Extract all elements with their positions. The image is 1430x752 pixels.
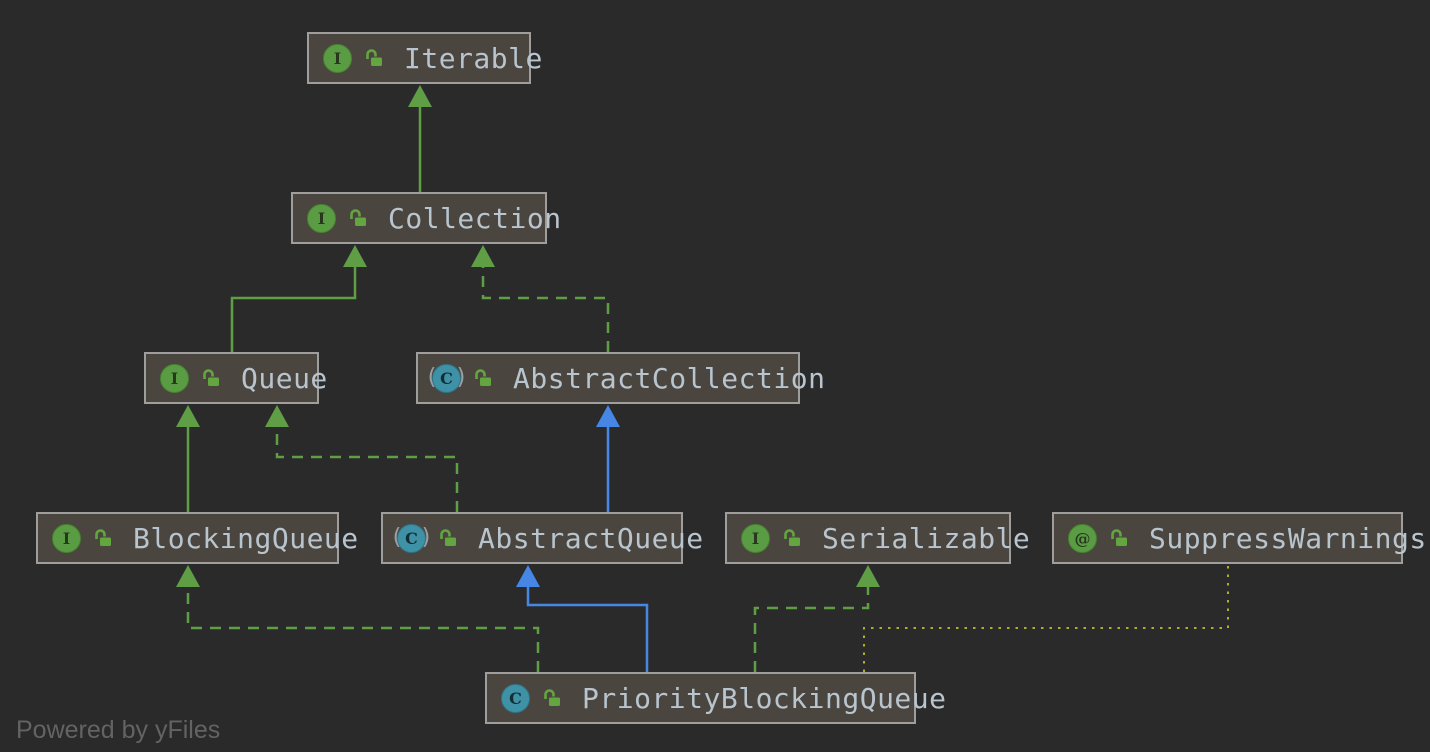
edge-abstractcollection-implements-collection bbox=[471, 245, 610, 352]
interface-icon: I bbox=[323, 43, 352, 73]
interface-icon: I bbox=[307, 203, 336, 233]
edge-priorityblockingqueue-extends-abstractqueue bbox=[516, 565, 649, 672]
edge-priorityblockingqueue-annotated-suppresswarnings bbox=[863, 566, 1229, 672]
edge-abstractqueue-extends-abstractcollection bbox=[596, 405, 620, 512]
node-queue[interactable]: I Queue bbox=[144, 352, 327, 404]
node-abstract-collection[interactable]: C AbstractCollection bbox=[416, 352, 825, 404]
edge-priorityblockingqueue-implements-blockingqueue bbox=[176, 565, 540, 672]
unlocked-icon bbox=[93, 528, 113, 548]
node-label: PriorityBlockingQueue bbox=[582, 681, 947, 715]
unlocked-icon bbox=[201, 368, 221, 388]
node-abstract-queue[interactable]: C AbstractQueue bbox=[381, 512, 703, 564]
node-serializable[interactable]: I Serializable bbox=[725, 512, 1030, 564]
unlocked-icon bbox=[1109, 528, 1129, 548]
node-collection[interactable]: I Collection bbox=[291, 192, 561, 244]
abstract-class-icon: C bbox=[425, 363, 468, 393]
edge-priorityblockingqueue-implements-serializable bbox=[753, 565, 880, 672]
node-label: Serializable bbox=[822, 521, 1031, 555]
interface-icon: I bbox=[52, 523, 81, 553]
yfiles-watermark: Powered by yFiles bbox=[16, 716, 221, 744]
node-label: Queue bbox=[241, 361, 328, 395]
node-label: Iterable bbox=[404, 41, 543, 75]
edge-queue-extends-collection bbox=[230, 245, 367, 352]
node-suppress-warnings[interactable]: @ SuppressWarnings bbox=[1052, 512, 1426, 564]
unlocked-icon bbox=[542, 688, 562, 708]
node-priority-blocking-queue[interactable]: C PriorityBlockingQueue bbox=[485, 672, 946, 724]
annotation-icon: @ bbox=[1068, 523, 1097, 553]
interface-icon: I bbox=[741, 523, 770, 553]
interface-icon: I bbox=[160, 363, 189, 393]
node-label: AbstractCollection bbox=[513, 361, 826, 395]
node-label: SuppressWarnings bbox=[1149, 521, 1427, 555]
node-label: Collection bbox=[388, 201, 562, 235]
edge-collection-extends-iterable bbox=[408, 85, 432, 192]
unlocked-icon bbox=[782, 528, 802, 548]
unlocked-icon bbox=[348, 208, 368, 228]
edge-blockingqueue-extends-queue bbox=[176, 405, 200, 512]
node-label: BlockingQueue bbox=[133, 521, 359, 555]
abstract-class-icon: C bbox=[390, 523, 433, 553]
unlocked-icon bbox=[364, 48, 384, 68]
class-icon: C bbox=[501, 683, 530, 713]
unlocked-icon bbox=[438, 528, 458, 548]
node-iterable[interactable]: I Iterable bbox=[307, 32, 542, 84]
unlocked-icon bbox=[473, 368, 493, 388]
node-label: AbstractQueue bbox=[478, 521, 704, 555]
node-blocking-queue[interactable]: I BlockingQueue bbox=[36, 512, 358, 564]
edge-abstractqueue-implements-queue bbox=[265, 405, 459, 512]
